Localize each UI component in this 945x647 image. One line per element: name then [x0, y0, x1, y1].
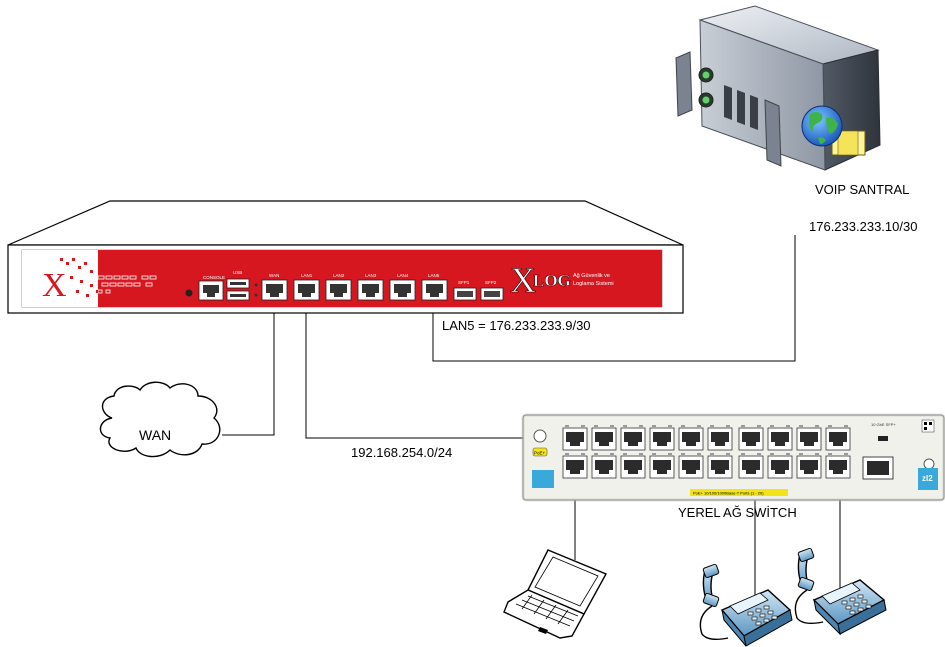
- switch-title: YEREL AĞ SWİTCH: [678, 505, 797, 520]
- port-label-wan: WAN: [269, 273, 279, 278]
- firewall-top-panel: [7, 200, 684, 246]
- port-label-lan5: LAN5: [428, 273, 440, 278]
- port-label-console: CONSOLE: [203, 275, 225, 280]
- lan1-link: [305, 301, 567, 439]
- power-button-icon: [185, 289, 193, 297]
- network-switch: PoE+ PoE+ 10/100/1000Base-T Ports (1 - 2…: [521, 413, 945, 502]
- port-label-lan3: LAN3: [365, 273, 377, 278]
- lan-subnet-label: 192.168.254.0/24: [351, 445, 452, 460]
- port-label-lan2: LAN2: [333, 273, 345, 278]
- firewall-brand-name: LOG: [533, 271, 571, 290]
- port-label-usb: USB: [233, 270, 242, 275]
- phone-icon: [794, 547, 887, 636]
- port-label-sfp2: SFP2: [485, 280, 497, 285]
- wan-link: [222, 301, 275, 436]
- firewall-appliance: X CONSOLE USB WAN LAN1 LAN2 LAN3 LAN4 LA…: [7, 200, 684, 314]
- pixel-pattern: [97, 275, 157, 294]
- port-label-sfp1: SFP1: [458, 280, 470, 285]
- switch-bottom-caption: PoE+ 10/100/1000Base-T Ports (1 - 20): [693, 491, 764, 496]
- switch-poe-tag: PoE+: [534, 451, 546, 456]
- laptop-icon: [503, 549, 607, 639]
- lan5-link: [432, 235, 796, 362]
- firewall-logo-x: X: [42, 267, 67, 304]
- voip-ip-label: 176.233.233.10/30: [809, 219, 917, 234]
- voip-santral-label: VOIP SANTRAL: [815, 182, 909, 197]
- switch-badge-label: zl2: [922, 474, 933, 483]
- rj45-ports: WAN LAN1 LAN2 LAN3 LAN4 LAN5 SFP1 SFP2: [261, 273, 504, 301]
- switch-thumbscrew-right: [923, 458, 935, 470]
- firewall-brand-x: X: [510, 260, 536, 300]
- firewall-tagline-1: Ağ Güvenlik ve: [573, 273, 610, 279]
- switch-left-badge: [532, 470, 554, 488]
- port-label-lan1: LAN1: [301, 273, 313, 278]
- switch-thumbscrew-left: [533, 429, 547, 443]
- port-label-lan4: LAN4: [397, 273, 409, 278]
- globe-icon: [801, 105, 866, 156]
- cloud-icon: [99, 381, 221, 458]
- lan5-ip-label: LAN5 = 176.233.233.9/30: [442, 318, 591, 333]
- switch-sfp-label: 10 GbE SFP+: [871, 422, 896, 427]
- server-icon: [675, 5, 881, 171]
- phone-icon: [699, 563, 793, 647]
- wan-label: WAN: [139, 427, 171, 443]
- firewall-tagline-2: Loglama Sistemi: [573, 281, 614, 287]
